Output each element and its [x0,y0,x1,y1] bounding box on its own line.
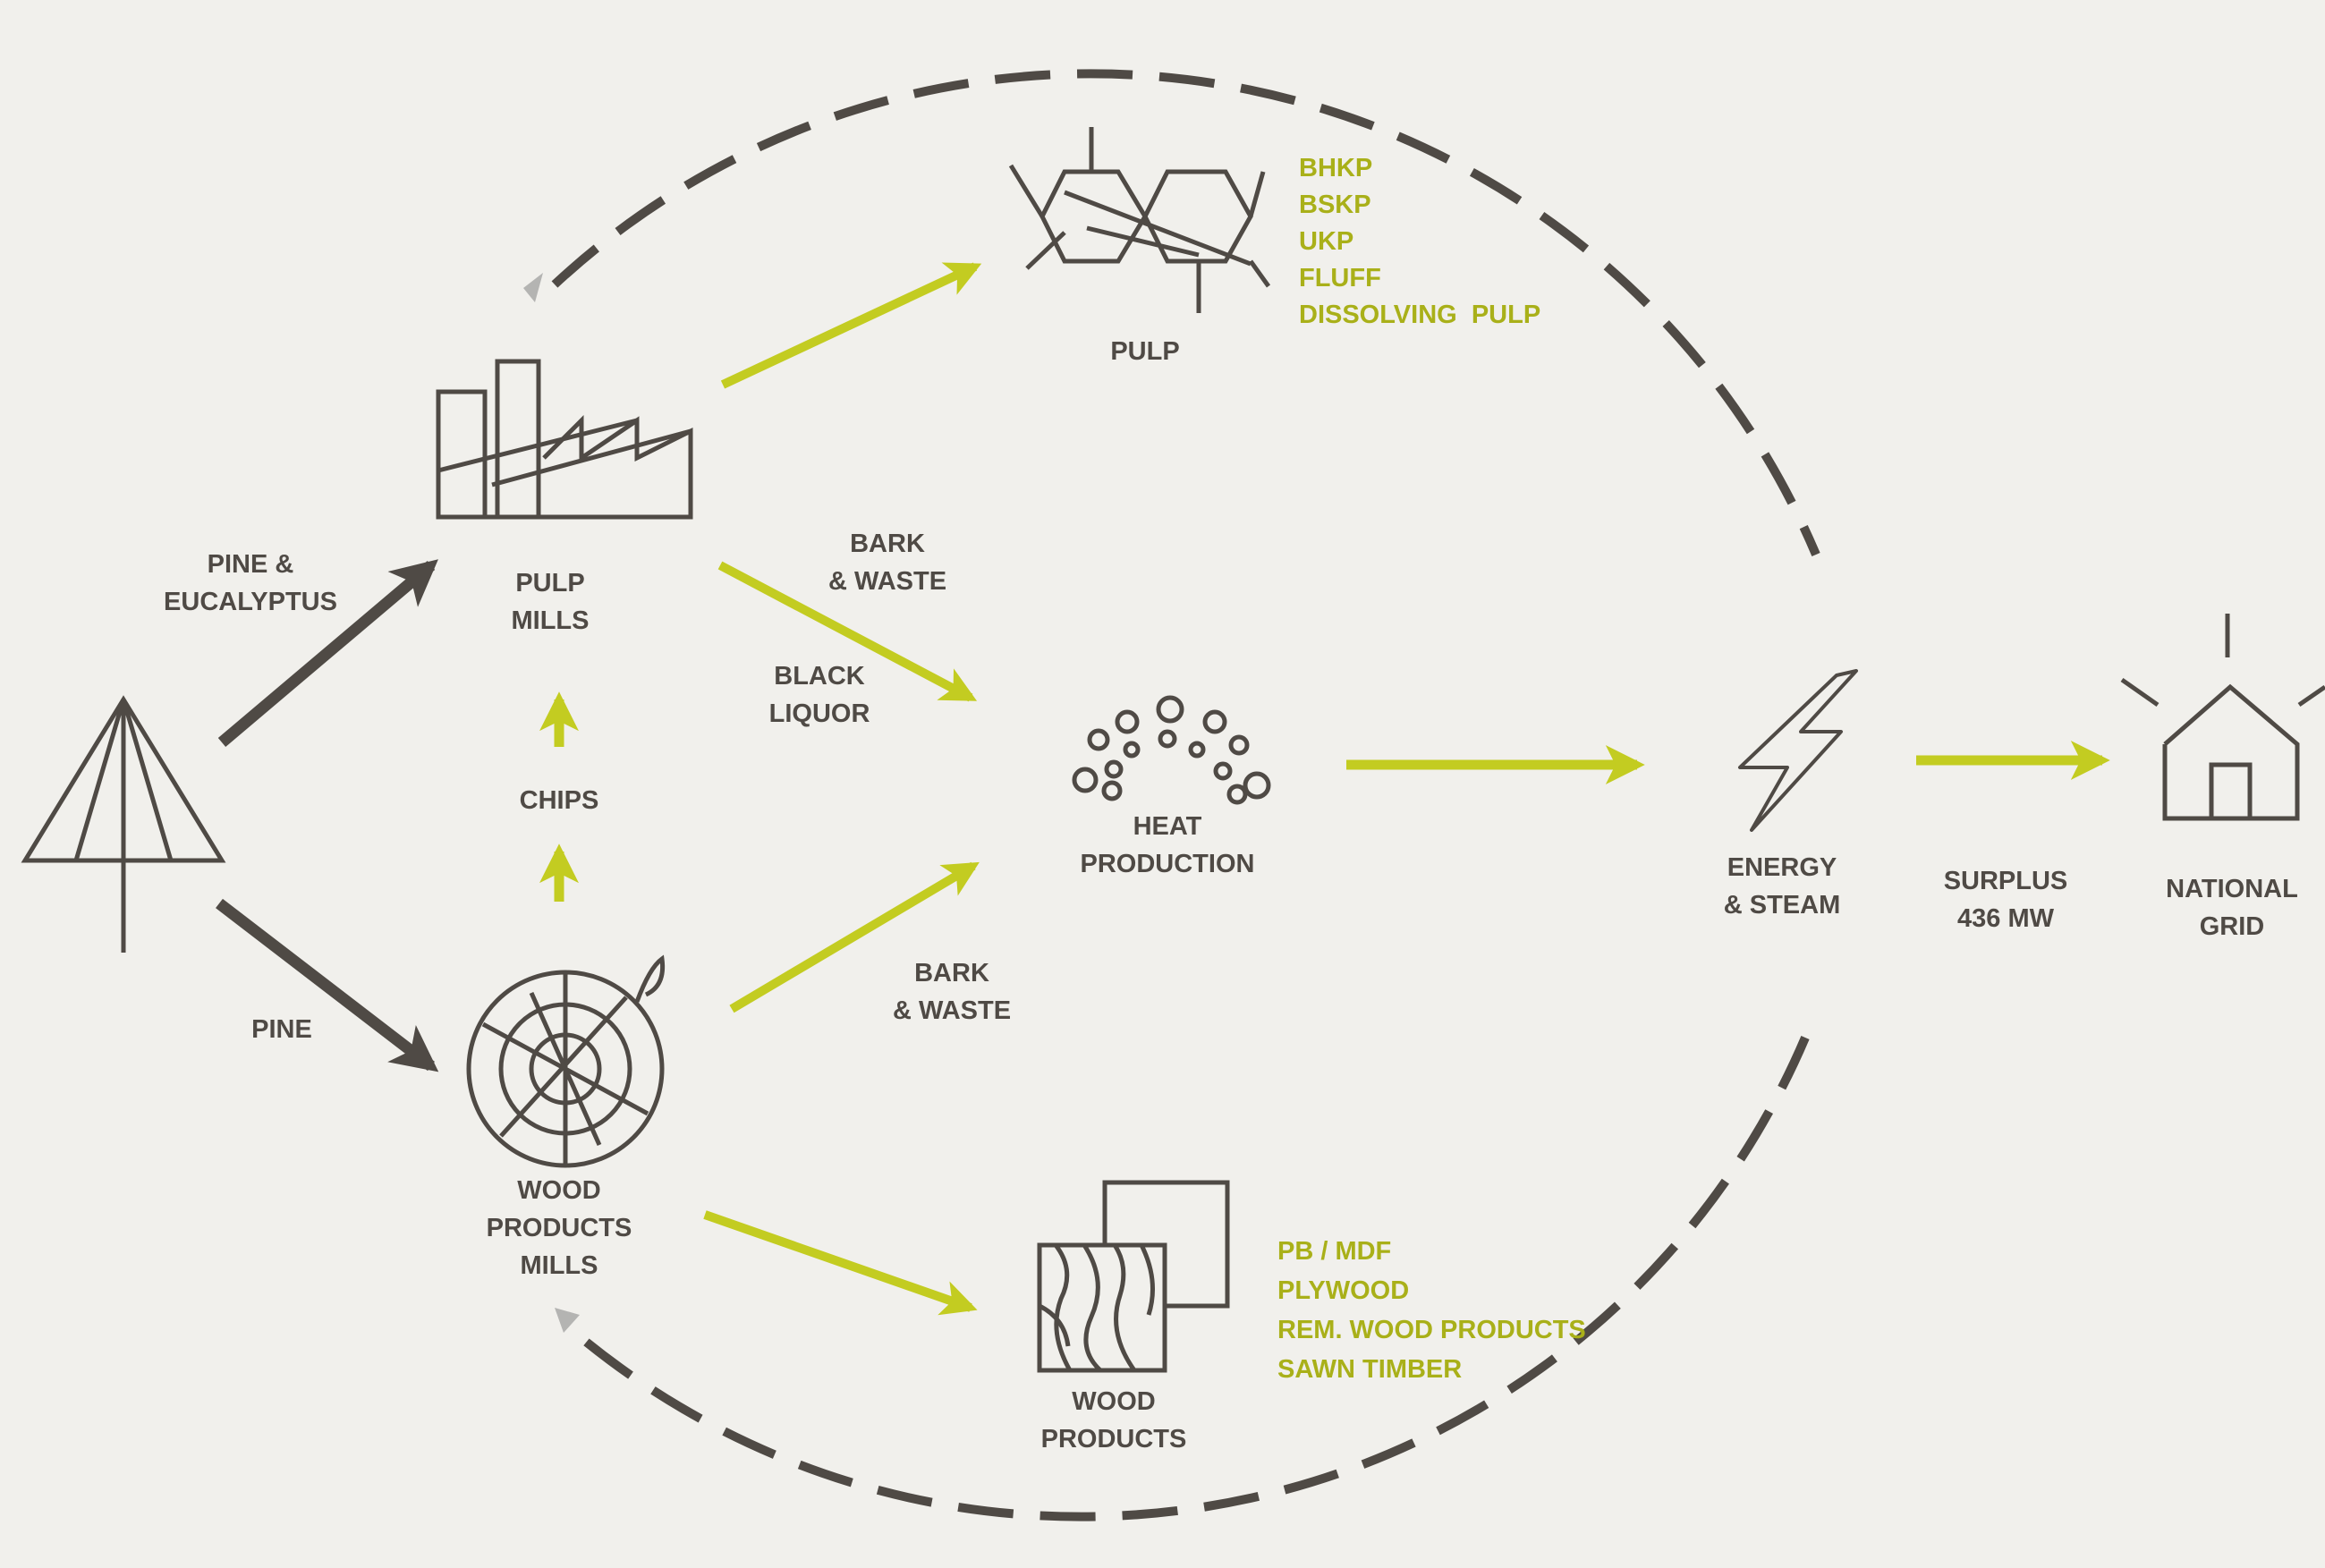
lightning-bolt-icon [1738,669,1858,832]
arrow-tree-to-pulp-mills [217,559,438,747]
pine-eucalyptus-label: PINE &EUCALYPTUS [164,550,337,616]
arrow-wood-mills-to-heat [729,861,980,1013]
energy-steam-label: ENERGY& STEAM [1723,853,1841,920]
pulp-label: PULP [1110,337,1180,366]
log-cross-section-icon [466,954,666,1168]
arrow-wood-mills-to-wood-products [703,1210,978,1316]
bark-waste-top-label: BARK& WASTE [827,530,947,596]
pine-label: PINE [251,1015,312,1044]
cycle-arrowhead-top [523,273,543,302]
list-item: FLUFF [1299,264,1381,292]
list-item: PB / MDF [1277,1237,1392,1266]
pulp-fiber-icon [1008,127,1271,313]
chips-label: CHIPS [519,786,599,815]
list-item: BHKP [1299,154,1373,182]
tree-icon [21,695,226,953]
arrow-tree-to-wood-mills [216,898,439,1072]
factory-icon [436,359,693,520]
cycle-dashed-circle [523,69,1820,1521]
heat-bubbles-icon [1072,695,1271,805]
list-item: SAWN TIMBER [1277,1355,1463,1384]
arrow-pulp-mills-to-pulp [720,262,982,389]
list-item: BSKP [1299,191,1371,219]
bark-waste-bottom-label: BARK& WASTE [892,959,1012,1025]
arrow-pulp-mills-to-heat [717,561,978,702]
pulp-products-list: BHKP BSKP UKP FLUFF DISSOLVING PULP [1299,150,1540,334]
list-item: UKP [1299,227,1354,256]
cycle-arrowhead-bottom [555,1308,580,1333]
list-item: PLYWOOD [1277,1276,1410,1305]
wood-panel-icon [1037,1180,1230,1373]
list-item: REM. WOOD PRODUCTS [1277,1316,1586,1344]
house-icon [2120,614,2325,821]
wood-product-types-list: PB / MDF PLYWOOD REM. WOOD PRODUCTS SAWN… [1277,1232,1586,1389]
list-item: DISSOLVING PULP [1299,301,1541,329]
